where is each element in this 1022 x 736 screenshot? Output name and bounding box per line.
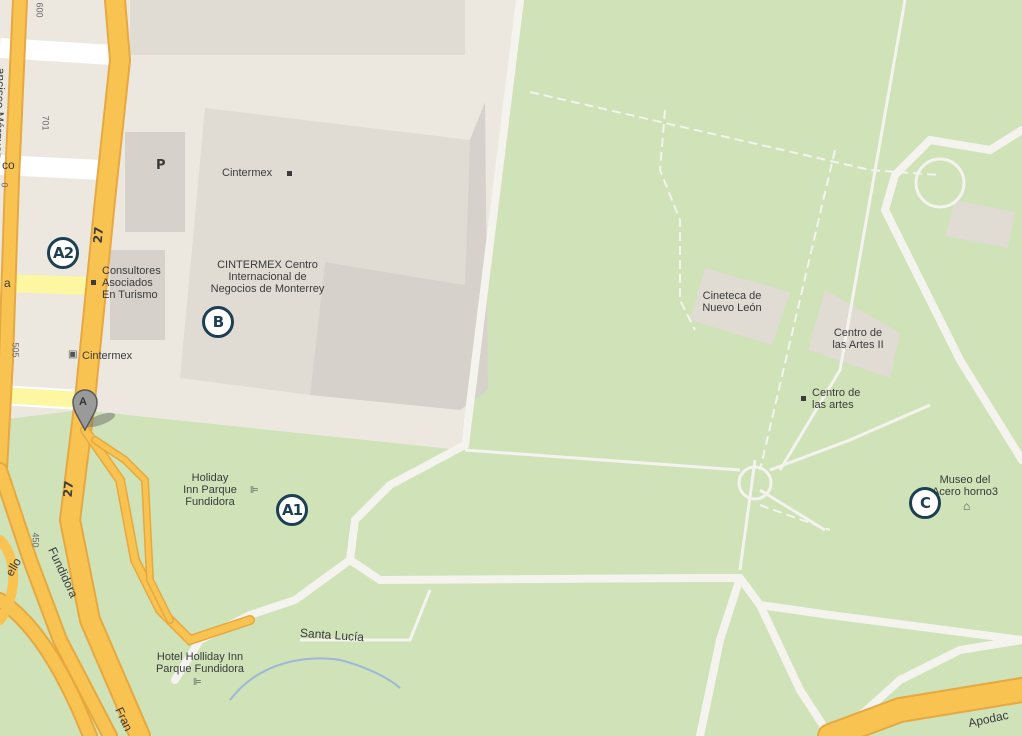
poi-dot-cintermex bbox=[287, 171, 292, 176]
building-cineteca bbox=[690, 268, 790, 345]
canal bbox=[229, 657, 401, 701]
bus-stop-icon: ▣ bbox=[68, 349, 78, 360]
address-600: 600 bbox=[34, 2, 45, 18]
museum-icon: ⌂ bbox=[963, 499, 971, 513]
badge-a2[interactable]: A2 bbox=[47, 237, 79, 269]
park-dashed-paths bbox=[529, 91, 941, 531]
parking-icon: P bbox=[156, 158, 166, 173]
badge-a1[interactable]: A1 bbox=[276, 494, 308, 526]
building-museo bbox=[945, 200, 1015, 248]
label-centro-artes[interactable]: Centro de las artes bbox=[812, 387, 861, 411]
street-a: a bbox=[4, 276, 11, 290]
label-cintermex[interactable]: Cintermex bbox=[222, 167, 273, 179]
hotel-icon: ⊫ bbox=[250, 485, 259, 496]
pin-label: A bbox=[79, 396, 87, 408]
building-top bbox=[130, 0, 465, 55]
address-701: 701 bbox=[40, 115, 51, 131]
road-number-27-top: 27 bbox=[90, 226, 107, 244]
label-cineteca[interactable]: Cineteca de Nuevo León bbox=[702, 290, 762, 314]
park-paths bbox=[171, 0, 1022, 736]
label-cintermex-transit[interactable]: Cintermex bbox=[82, 350, 133, 362]
yellow-street-2 bbox=[0, 387, 83, 408]
building-cintermex-shadow bbox=[310, 102, 488, 410]
building-parking bbox=[125, 132, 185, 232]
pin-marker[interactable] bbox=[72, 389, 117, 432]
hotel-icon-2: ⊫ bbox=[193, 677, 202, 688]
label-cintermex-centro[interactable]: CINTERMEX Centro Internacional de Negoci… bbox=[210, 259, 325, 295]
label-consultores[interactable]: Consultores Asociados En Turismo bbox=[102, 265, 161, 301]
poi-dot-centro-artes bbox=[801, 396, 806, 401]
poi-dot-consultores bbox=[91, 280, 96, 285]
badge-b[interactable]: B bbox=[202, 306, 234, 338]
building-centro-artes-ii bbox=[808, 290, 900, 378]
building-consultores bbox=[110, 250, 165, 340]
label-holiday-inn[interactable]: Holiday Inn Parque Fundidora bbox=[183, 472, 237, 508]
label-hotel-holliday[interactable]: Hotel Holliday Inn Parque Fundidora bbox=[155, 651, 245, 675]
building-cintermex bbox=[180, 108, 470, 395]
label-centro-artes-ii[interactable]: Centro de las Artes II bbox=[832, 327, 884, 351]
street-co: co bbox=[2, 158, 15, 172]
address-0: 0 bbox=[0, 182, 10, 188]
label-museo[interactable]: Museo del Acero horno3 bbox=[931, 474, 999, 498]
badge-c[interactable]: C bbox=[909, 487, 941, 519]
road-number-27-bottom: 27 bbox=[60, 480, 77, 498]
address-505: 505 bbox=[10, 342, 21, 358]
address-450: 450 bbox=[30, 532, 41, 548]
